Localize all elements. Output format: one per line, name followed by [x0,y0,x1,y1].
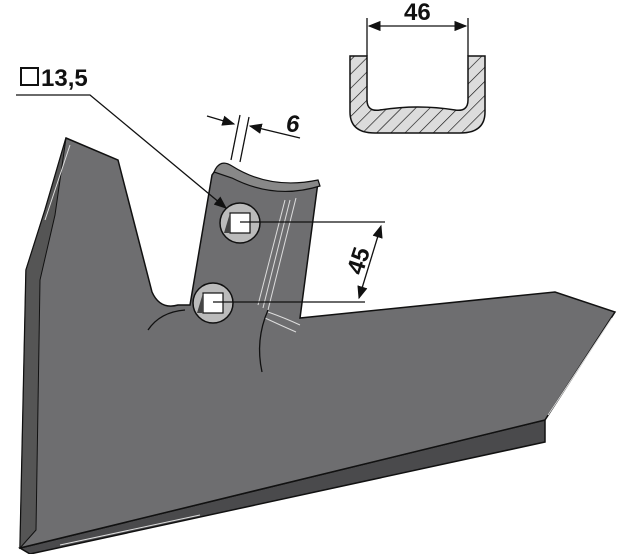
thickness-dimension [206,114,301,163]
profile-width-label: 46 [404,0,431,26]
profile-width-dimension [366,18,469,56]
square-hole-leader [16,94,227,209]
blade-contour-lines [147,309,269,373]
profile-cross-section [349,55,486,134]
hole-spacing-label: 45 [342,244,376,278]
square-hole-lower [192,282,234,324]
hole-spacing-dimension [213,221,385,303]
stem-cup-top [213,162,321,193]
square-symbol-icon [20,67,39,86]
square-hole-upper [219,202,261,244]
square-hole-label: 13,5 [41,65,88,92]
blade-left-bevel [19,137,67,550]
highlight-lines [44,144,613,546]
thickness-label: 6 [286,111,300,138]
